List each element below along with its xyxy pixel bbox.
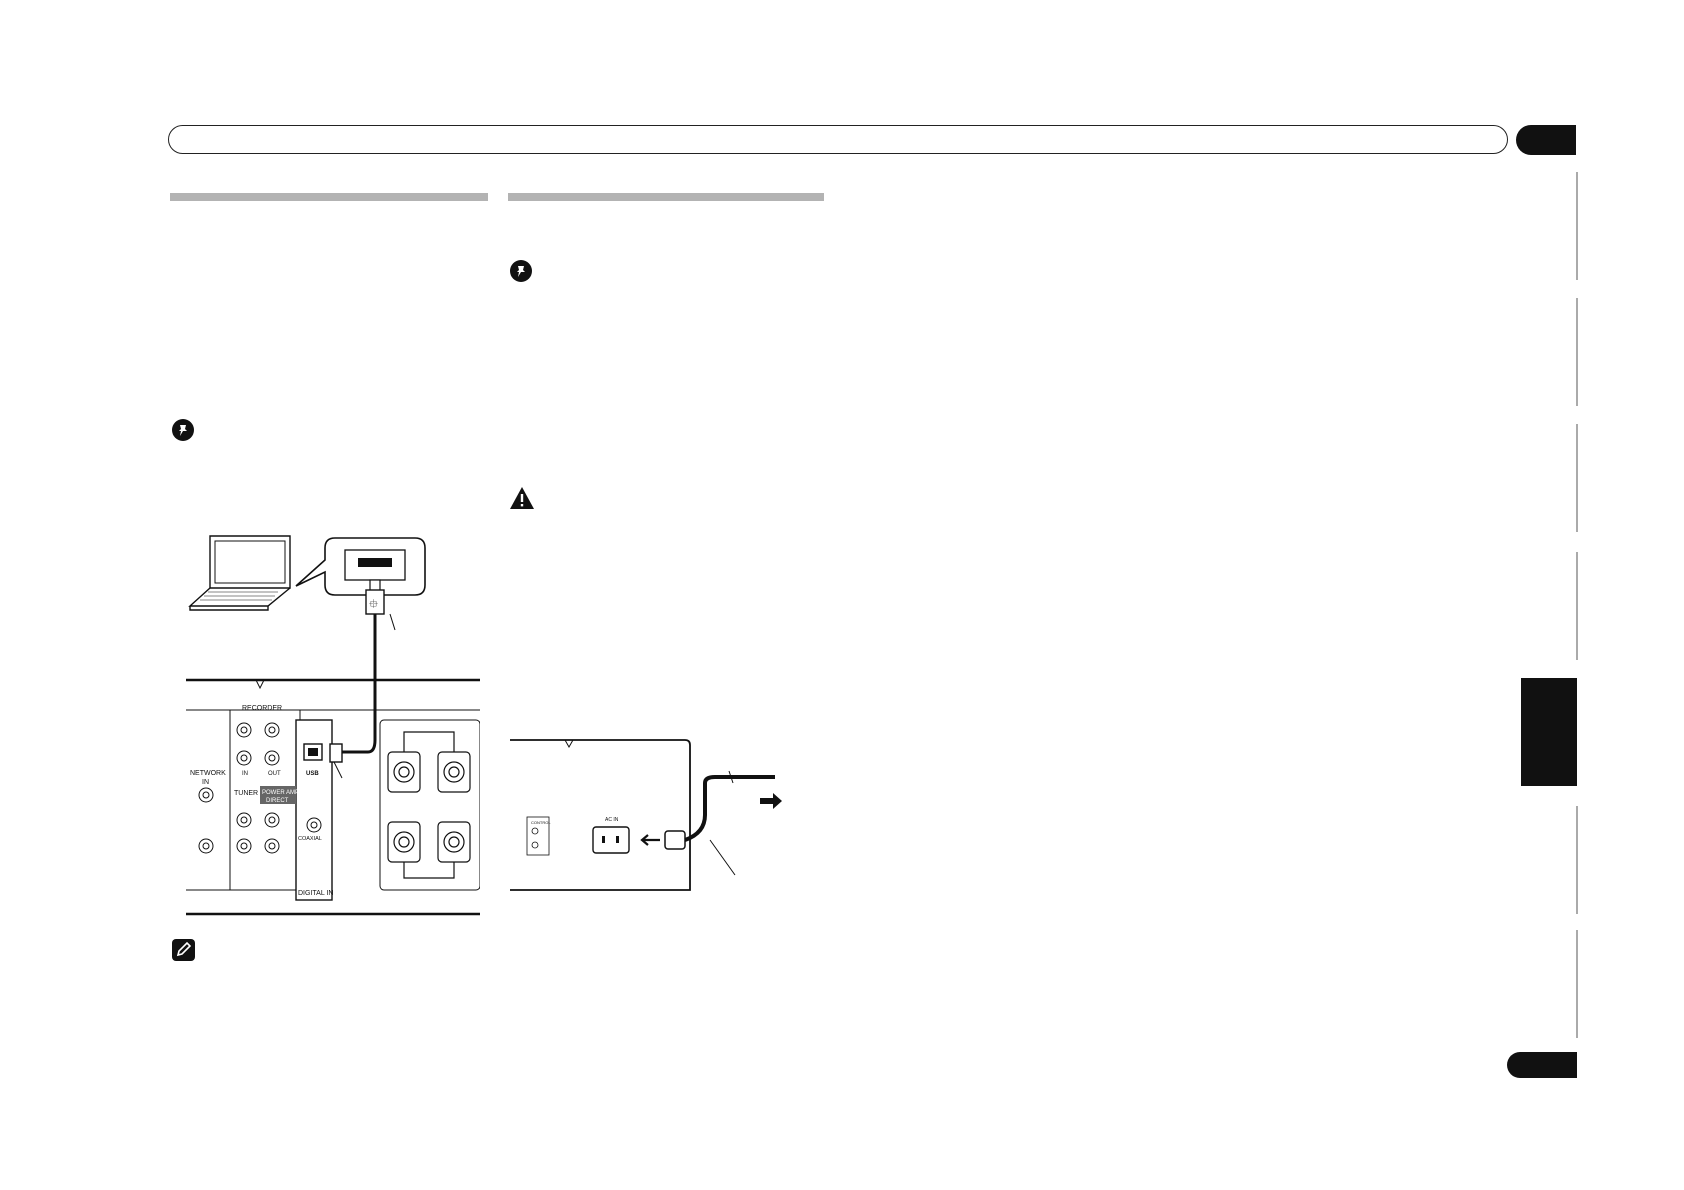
section-divider-left xyxy=(170,193,488,201)
ac-inlet xyxy=(592,826,630,854)
note-icon xyxy=(172,939,195,961)
network-in-label: IN xyxy=(202,779,209,786)
side-divider xyxy=(1576,930,1578,1038)
power-amp-label: POWER AMP xyxy=(262,790,299,796)
recorder-label: RECORDER xyxy=(242,705,282,712)
chapter-header-bar xyxy=(168,125,1508,154)
power-cord xyxy=(684,775,775,842)
usb-label: USB xyxy=(306,771,319,777)
usb-b-plug xyxy=(329,743,343,763)
out-label: OUT xyxy=(268,771,281,777)
important-icon xyxy=(172,419,194,441)
active-section-tab xyxy=(1521,678,1577,786)
side-divider xyxy=(1576,806,1578,914)
power-plug xyxy=(664,830,686,850)
ac-in-label: AC IN xyxy=(605,817,619,823)
power-amp-direct-label: DIRECT xyxy=(266,798,289,804)
coaxial-label: COAXIAL xyxy=(298,836,322,842)
digital-in-label: DIGITAL IN xyxy=(298,890,333,897)
page-number-pill xyxy=(1507,1052,1577,1078)
in-label: IN xyxy=(242,771,248,777)
usb-connection-diagram: ⯐ RECORDER IN OUT NETWORK IN TUNER POWER… xyxy=(186,535,480,916)
section-divider-right xyxy=(508,193,824,201)
chapter-number-tab xyxy=(1516,125,1576,155)
side-divider xyxy=(1576,172,1578,280)
svg-text:⯐: ⯐ xyxy=(369,597,378,611)
control-label: CONTROL xyxy=(531,820,551,825)
usb-cable xyxy=(335,614,377,754)
important-icon xyxy=(510,260,532,282)
network-label: NETWORK xyxy=(190,770,226,777)
warning-icon xyxy=(509,486,535,515)
laptop-illustration xyxy=(188,535,291,611)
side-divider xyxy=(1576,298,1578,406)
tuner-label: TUNER xyxy=(234,790,258,797)
side-divider xyxy=(1576,552,1578,660)
side-divider xyxy=(1576,424,1578,532)
usb-b-port xyxy=(303,743,323,761)
ac-power-diagram: CONTROL AC IN xyxy=(510,739,782,891)
insert-arrow-icon xyxy=(640,834,660,846)
outlet-arrow-icon xyxy=(760,793,782,809)
